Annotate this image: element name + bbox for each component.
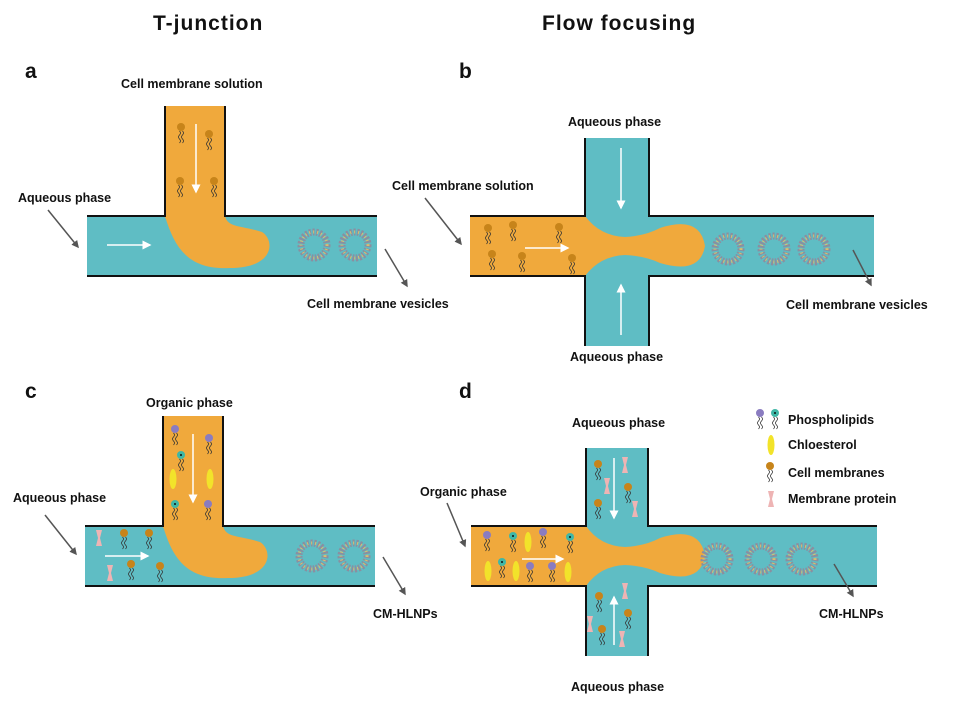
cell-membrane-icon bbox=[765, 461, 775, 483]
phospholipid-icon bbox=[755, 408, 765, 430]
label-d-top: Aqueous phase bbox=[572, 416, 666, 430]
legend-cholesterol: Chloesterol bbox=[788, 438, 857, 452]
legend-phospholipids: Phospholipids bbox=[788, 413, 875, 427]
label-a-inlet: Aqueous phase bbox=[18, 191, 112, 205]
label-c-top: Organic phase bbox=[146, 396, 233, 410]
label-a-top: Cell membrane solution bbox=[121, 77, 263, 91]
label-a-outlet: Cell membrane vesicles bbox=[307, 297, 449, 311]
panel-d-channel bbox=[446, 448, 877, 656]
legend-cell-membranes: Cell membranes bbox=[788, 466, 885, 480]
panel-letter-a: a bbox=[25, 60, 37, 83]
label-d-inlet: Organic phase bbox=[420, 485, 507, 499]
heading-t-junction: T-junction bbox=[153, 12, 264, 35]
panel-letter-b: b bbox=[459, 60, 472, 83]
label-c-inlet: Aqueous phase bbox=[13, 491, 107, 505]
panel-a-channel bbox=[47, 106, 408, 288]
label-c-outlet: CM-HLNPs bbox=[373, 607, 438, 621]
legend-membrane-protein: Membrane protein bbox=[788, 492, 897, 506]
panel-letter-d: d bbox=[459, 380, 472, 403]
label-b-bottom: Aqueous phase bbox=[570, 350, 664, 364]
phospholipid-icon bbox=[770, 408, 780, 430]
heading-flow-focusing: Flow focusing bbox=[542, 12, 697, 35]
label-b-top: Aqueous phase bbox=[568, 115, 662, 129]
panel-b-channel bbox=[424, 138, 874, 346]
panel-c-channel bbox=[44, 416, 406, 596]
label-d-bottom: Aqueous phase bbox=[571, 680, 665, 694]
legend-icons bbox=[755, 408, 780, 507]
label-b-outlet: Cell membrane vesicles bbox=[786, 298, 928, 312]
panel-letter-c: c bbox=[25, 380, 37, 403]
membrane-protein-icon bbox=[768, 491, 774, 507]
cholesterol-icon bbox=[767, 435, 775, 455]
label-b-inlet: Cell membrane solution bbox=[392, 179, 534, 193]
label-d-outlet: CM-HLNPs bbox=[819, 607, 884, 621]
